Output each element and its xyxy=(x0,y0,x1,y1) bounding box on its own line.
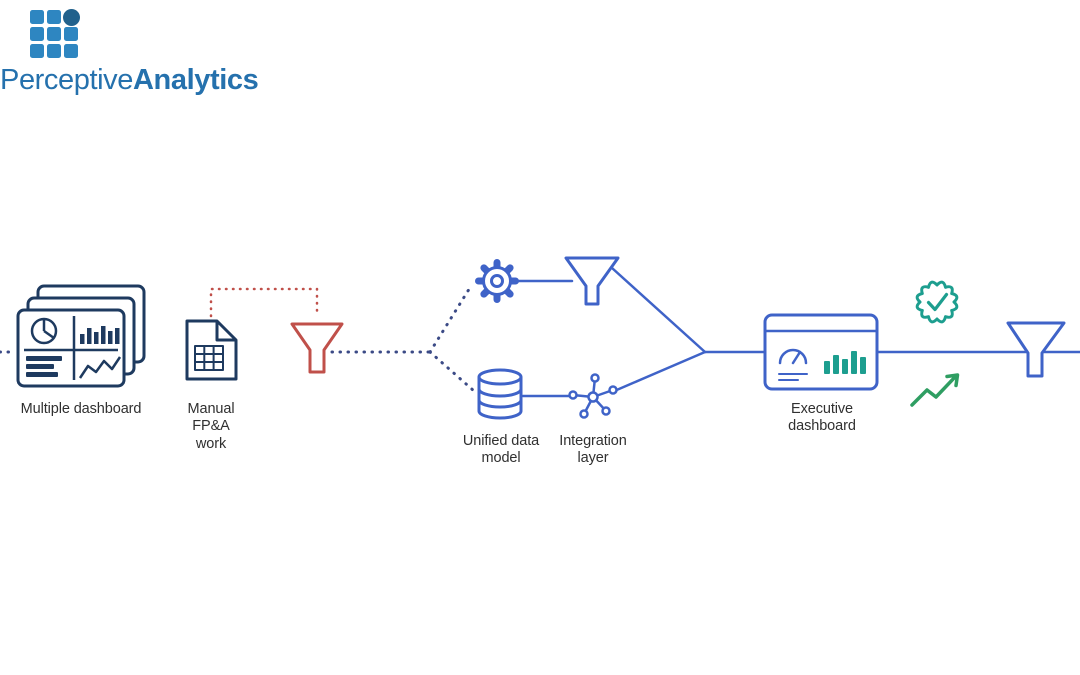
dotted-connectors xyxy=(0,284,476,393)
brand-logo: PerceptiveAnalytics xyxy=(0,8,259,96)
database-icon xyxy=(477,368,523,420)
logo-grid-icon xyxy=(30,8,80,58)
brand-name-light: Perceptive xyxy=(0,64,134,96)
manual-fpa-label: Manual FP&A work xyxy=(187,401,235,452)
teal-bar-chart-icon xyxy=(824,351,866,374)
check-badge-icon xyxy=(915,280,959,324)
logo-dot-icon xyxy=(62,8,80,26)
gear-icon xyxy=(475,259,519,303)
brand-name-bold: Analytics xyxy=(133,64,259,96)
solid-connectors xyxy=(517,266,1080,398)
integration-layer-label: Integration layer xyxy=(559,433,627,467)
bar-chart-icon xyxy=(26,326,120,377)
unified-data-model-label: Unified data model xyxy=(462,433,540,467)
line-chart-icon xyxy=(78,356,122,379)
dotted-red-connector xyxy=(209,287,319,319)
trend-up-icon xyxy=(910,373,960,407)
multiple-dashboard-label: Multiple dashboard xyxy=(20,401,142,417)
funnel-output-icon xyxy=(1006,321,1066,378)
funnel-red-icon xyxy=(290,322,344,374)
executive-dashboard-label: Executive dashboard xyxy=(788,401,856,435)
spreadsheet-doc-icon xyxy=(185,319,238,381)
gauge-icon xyxy=(778,348,808,381)
integration-network-icon xyxy=(568,373,618,419)
multiple-dashboard-icon xyxy=(16,284,146,388)
brand-name: PerceptiveAnalytics xyxy=(0,64,259,96)
executive-dashboard-icon xyxy=(763,313,879,391)
funnel-blue-icon xyxy=(564,256,620,306)
